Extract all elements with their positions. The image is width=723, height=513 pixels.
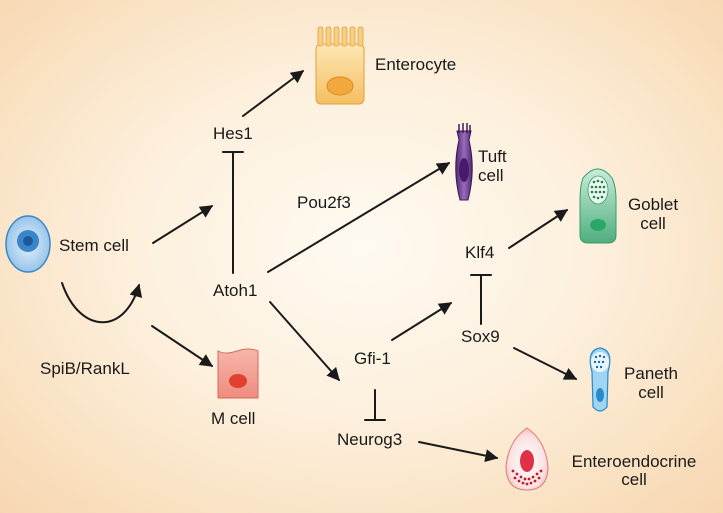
label-tuft-cell-line2: cell	[478, 166, 504, 185]
label-tuft-cell-line1: Tuft	[478, 147, 507, 166]
label-goblet-cell-line1: Goblet	[627, 195, 679, 214]
enterocyte-icon	[315, 26, 365, 105]
label-neurog3: Neurog3	[337, 430, 403, 449]
label-m-cell: M cell	[211, 409, 256, 428]
edge-sox9-to-paneth	[513, 347, 578, 380]
edge-neurog3-to-enteroendocrine	[418, 441, 499, 463]
label-paneth-cell-line1: Paneth	[624, 364, 678, 383]
edge-stem-self-renewal	[61, 282, 143, 324]
goblet-cell-icon	[579, 168, 617, 244]
tuft-cell-icon	[455, 123, 473, 201]
label-stem-cell: Stem cell	[59, 236, 129, 255]
edge-atoh1-to-gfi1	[269, 301, 340, 381]
edge-gfi1-inhibits-neurog3	[364, 389, 386, 421]
label-spib-rankl: SpiB/RankL	[40, 359, 130, 378]
label-paneth-cell-line2: cell	[638, 383, 664, 402]
m-cell-icon	[217, 348, 259, 399]
edge-stem-to-hes1	[152, 205, 214, 244]
label-enterocyte: Enterocyte	[375, 55, 457, 74]
label-enteroendocrine-cell-line2: cell	[621, 470, 647, 489]
label-sox9: Sox9	[461, 327, 500, 346]
label-goblet-cell-line2: cell	[640, 214, 666, 233]
stem-cell-icon	[5, 215, 51, 273]
enteroendocrine-cell-icon	[505, 427, 549, 491]
edge-klf4-to-goblet	[508, 209, 569, 249]
label-hes1: Hes1	[213, 124, 253, 143]
label-klf4: Klf4	[465, 243, 495, 262]
edge-stem-to-mcell	[151, 325, 214, 367]
edge-atoh1-to-tuft	[267, 162, 451, 273]
label-atoh1: Atoh1	[213, 281, 258, 300]
label-pou2f3: Pou2f3	[297, 193, 351, 212]
edge-hes1-to-enterocyte	[242, 70, 305, 117]
edge-sox9-inhibits-klf4	[470, 274, 492, 325]
edge-atoh1-inhibits-hes1	[222, 151, 244, 274]
edge-gfi1-to-klf4	[391, 302, 453, 341]
label-gfi1: Gfi-1	[354, 349, 391, 368]
label-enteroendocrine-cell-line1: Enteroendocrine	[571, 452, 697, 471]
paneth-cell-icon	[589, 347, 611, 412]
